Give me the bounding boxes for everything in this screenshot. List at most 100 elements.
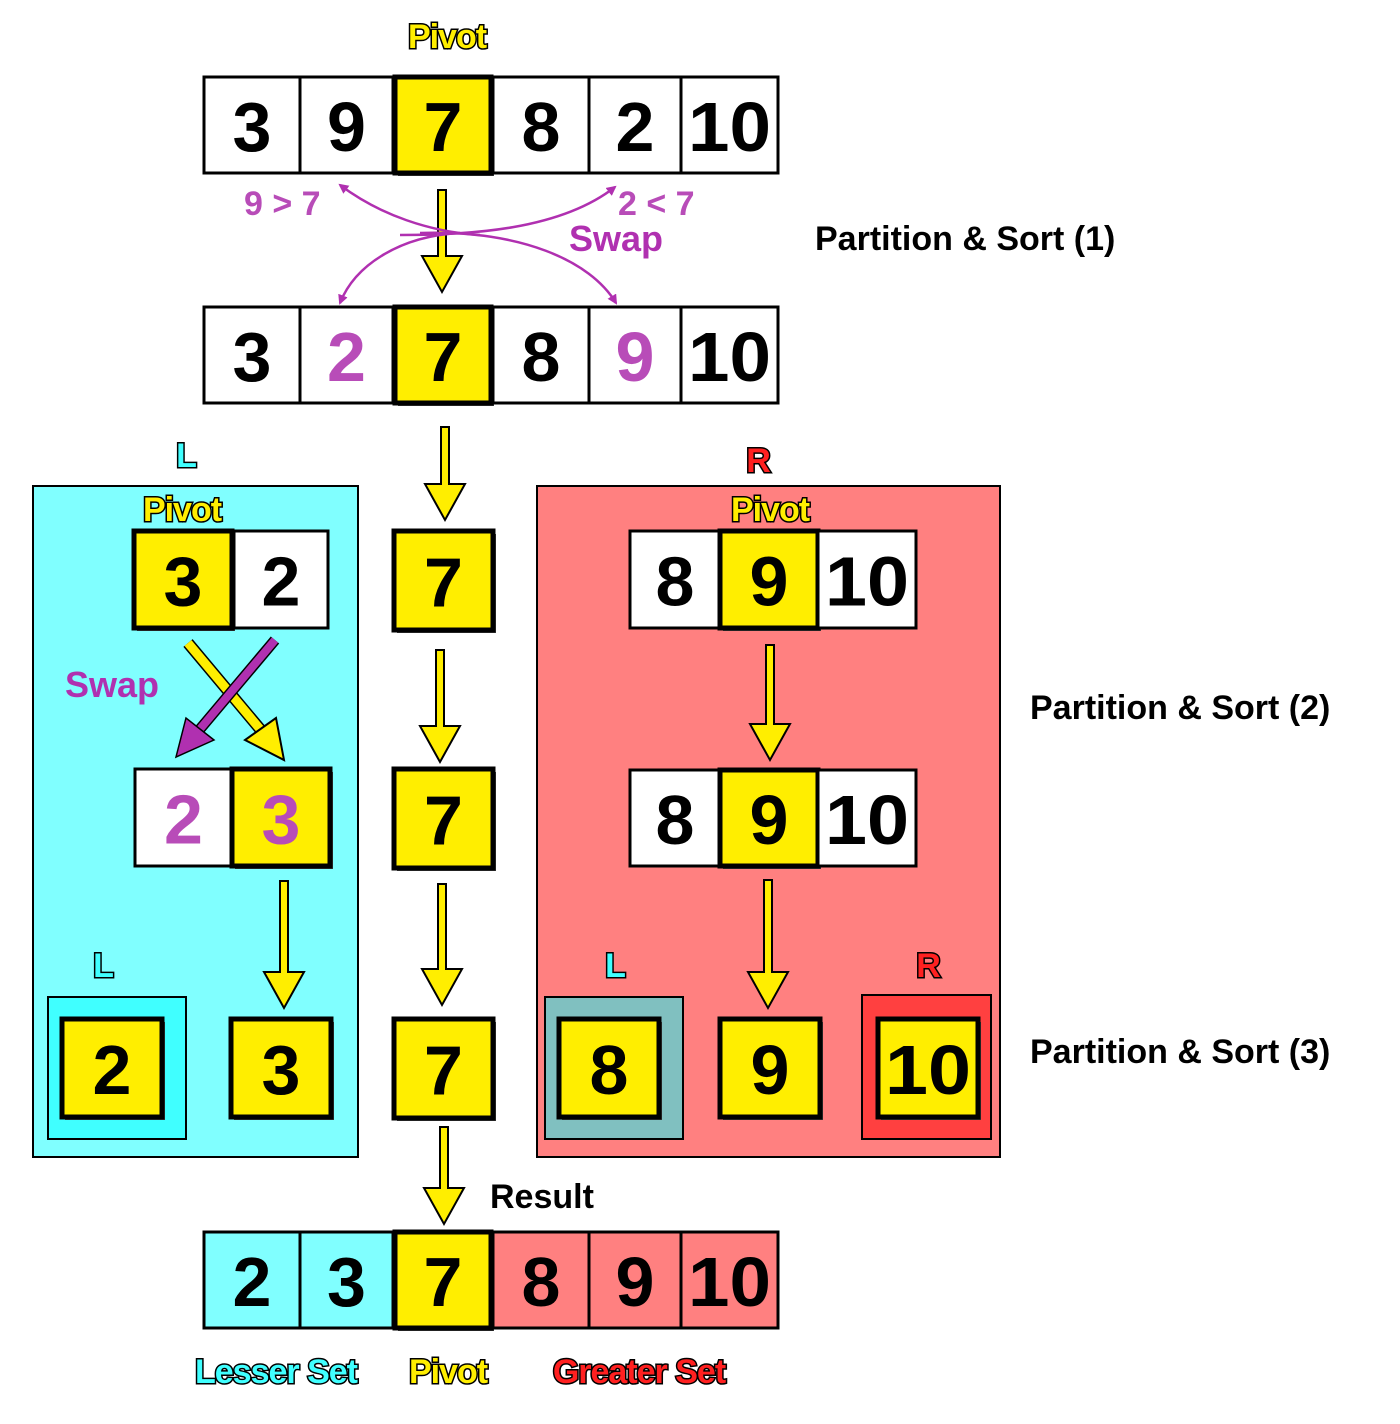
- down-arrow: [422, 1126, 466, 1227]
- compare-right-text: 2 < 7: [618, 185, 695, 223]
- cell-value: 10: [688, 318, 771, 396]
- right-leaf-cell: 10: [875, 1016, 981, 1120]
- cell-value: 7: [424, 88, 463, 166]
- initial-cell: 8: [491, 75, 591, 175]
- after-swap-cell: 8: [491, 305, 591, 405]
- initial-cell: 10: [679, 75, 780, 175]
- cell-value: 2: [616, 88, 655, 166]
- cell-value: 7: [424, 1243, 463, 1321]
- cell-value: 10: [688, 88, 771, 166]
- right-row1-cell: 9: [717, 528, 821, 631]
- legend-pivot: Pivot: [409, 1353, 488, 1391]
- after-swap-cell: 7: [392, 304, 494, 406]
- swap-curve-right-up: [399, 185, 617, 237]
- after-swap-cell: 9: [587, 305, 683, 405]
- cell-value: 7: [424, 544, 463, 622]
- center-pivot-cell: 7: [391, 528, 496, 633]
- step1-label: Partition & Sort (1): [815, 220, 1115, 258]
- legend-greater: Greater Set: [553, 1353, 726, 1391]
- right-row1-cell: 8: [628, 529, 722, 630]
- result-cell: 8: [491, 1230, 591, 1330]
- right-tag: R: [746, 442, 770, 480]
- result-label: Result: [490, 1178, 594, 1216]
- cell-value: 2: [327, 318, 366, 396]
- legend-lesser: Lesser Set: [195, 1353, 358, 1391]
- right-leaf-cell: 9: [717, 1016, 823, 1120]
- cell-value: 3: [327, 1243, 366, 1321]
- result-cell: 3: [298, 1230, 395, 1330]
- left-leaf-tag: L: [93, 947, 113, 985]
- left-row2-cell: 2: [133, 767, 234, 868]
- swap-curve-left-up: [338, 183, 481, 237]
- left-row1-cell: 2: [232, 529, 330, 630]
- right-row2-cell: 8: [628, 768, 722, 868]
- result-cell: 9: [587, 1230, 683, 1330]
- down-arrow: [420, 883, 464, 1008]
- down-arrow: [262, 880, 306, 1011]
- down-arrow: [748, 644, 792, 763]
- cell-value: 7: [424, 782, 463, 860]
- cell-value: 2: [164, 781, 203, 859]
- cell-value: 8: [522, 1243, 561, 1321]
- cell-value: 2: [233, 1243, 272, 1321]
- left-row1-cell: 3: [131, 528, 235, 631]
- down-arrow: [746, 879, 790, 1011]
- cell-value: 10: [825, 781, 909, 859]
- left-tag: L: [176, 437, 196, 475]
- cell-value: 3: [164, 543, 203, 621]
- cell-value: 3: [262, 1031, 301, 1109]
- center-pivot-cell: 7: [391, 1016, 496, 1121]
- cell-value: 2: [93, 1031, 132, 1109]
- cell-value: 8: [656, 543, 695, 621]
- cell-value: 2: [262, 543, 301, 621]
- right-row2-cell: 10: [816, 768, 918, 868]
- cell-value: 8: [590, 1031, 629, 1109]
- cell-value: 9: [751, 1031, 790, 1109]
- right-pivot-label: Pivot: [731, 491, 810, 529]
- after-swap-cell: 2: [298, 305, 395, 405]
- left-row2-cell: 3: [229, 766, 333, 869]
- down-arrow: [423, 426, 467, 523]
- initial-cell: 2: [587, 75, 683, 175]
- cell-value: 9: [750, 781, 789, 859]
- cell-value: 8: [656, 781, 695, 859]
- cell-value: 10: [825, 543, 909, 621]
- right-leaf-tag-right: R: [916, 947, 940, 985]
- cell-value: 9: [616, 1243, 655, 1321]
- right-leaf-tag-left: L: [605, 947, 625, 985]
- cell-value: 9: [616, 318, 655, 396]
- step2-label: Partition & Sort (2): [1030, 689, 1330, 727]
- swap-curve-left-down: [338, 231, 461, 305]
- left-swap-yellow-arrow: [183, 639, 286, 762]
- center-pivot-cell: 7: [391, 766, 496, 871]
- cell-value: 3: [262, 781, 301, 859]
- left-leaf-cell: 2: [59, 1016, 165, 1120]
- down-arrow: [420, 189, 464, 295]
- down-arrow: [418, 649, 462, 765]
- left-pivot-label: Pivot: [143, 491, 222, 529]
- initial-cell: 7: [392, 74, 494, 176]
- cell-value: 7: [424, 318, 463, 396]
- cell-value: 9: [327, 88, 366, 166]
- cell-value: 10: [688, 1243, 771, 1321]
- right-leaf-cell: 8: [556, 1016, 662, 1120]
- step3-label: Partition & Sort (3): [1030, 1033, 1330, 1071]
- cell-value: 7: [424, 1032, 463, 1110]
- swap-curve-right-down: [419, 231, 618, 305]
- after-swap-cell: 10: [679, 305, 780, 405]
- cell-value: 10: [885, 1031, 971, 1109]
- top-pivot-label: Pivot: [408, 18, 487, 56]
- left-swap-label: Swap: [65, 664, 159, 705]
- left-leaf-cell: 3: [228, 1016, 334, 1120]
- cell-value: 8: [522, 318, 561, 396]
- top-swap-label: Swap: [569, 218, 663, 259]
- right-row2-cell: 9: [717, 767, 821, 869]
- cell-value: 3: [233, 318, 272, 396]
- initial-cell: 3: [202, 75, 302, 175]
- after-swap-cell: 3: [202, 305, 302, 405]
- compare-left-text: 9 > 7: [244, 185, 321, 223]
- result-cell: 7: [392, 1229, 494, 1331]
- result-cell: 2: [202, 1230, 302, 1330]
- cell-value: 8: [522, 88, 561, 166]
